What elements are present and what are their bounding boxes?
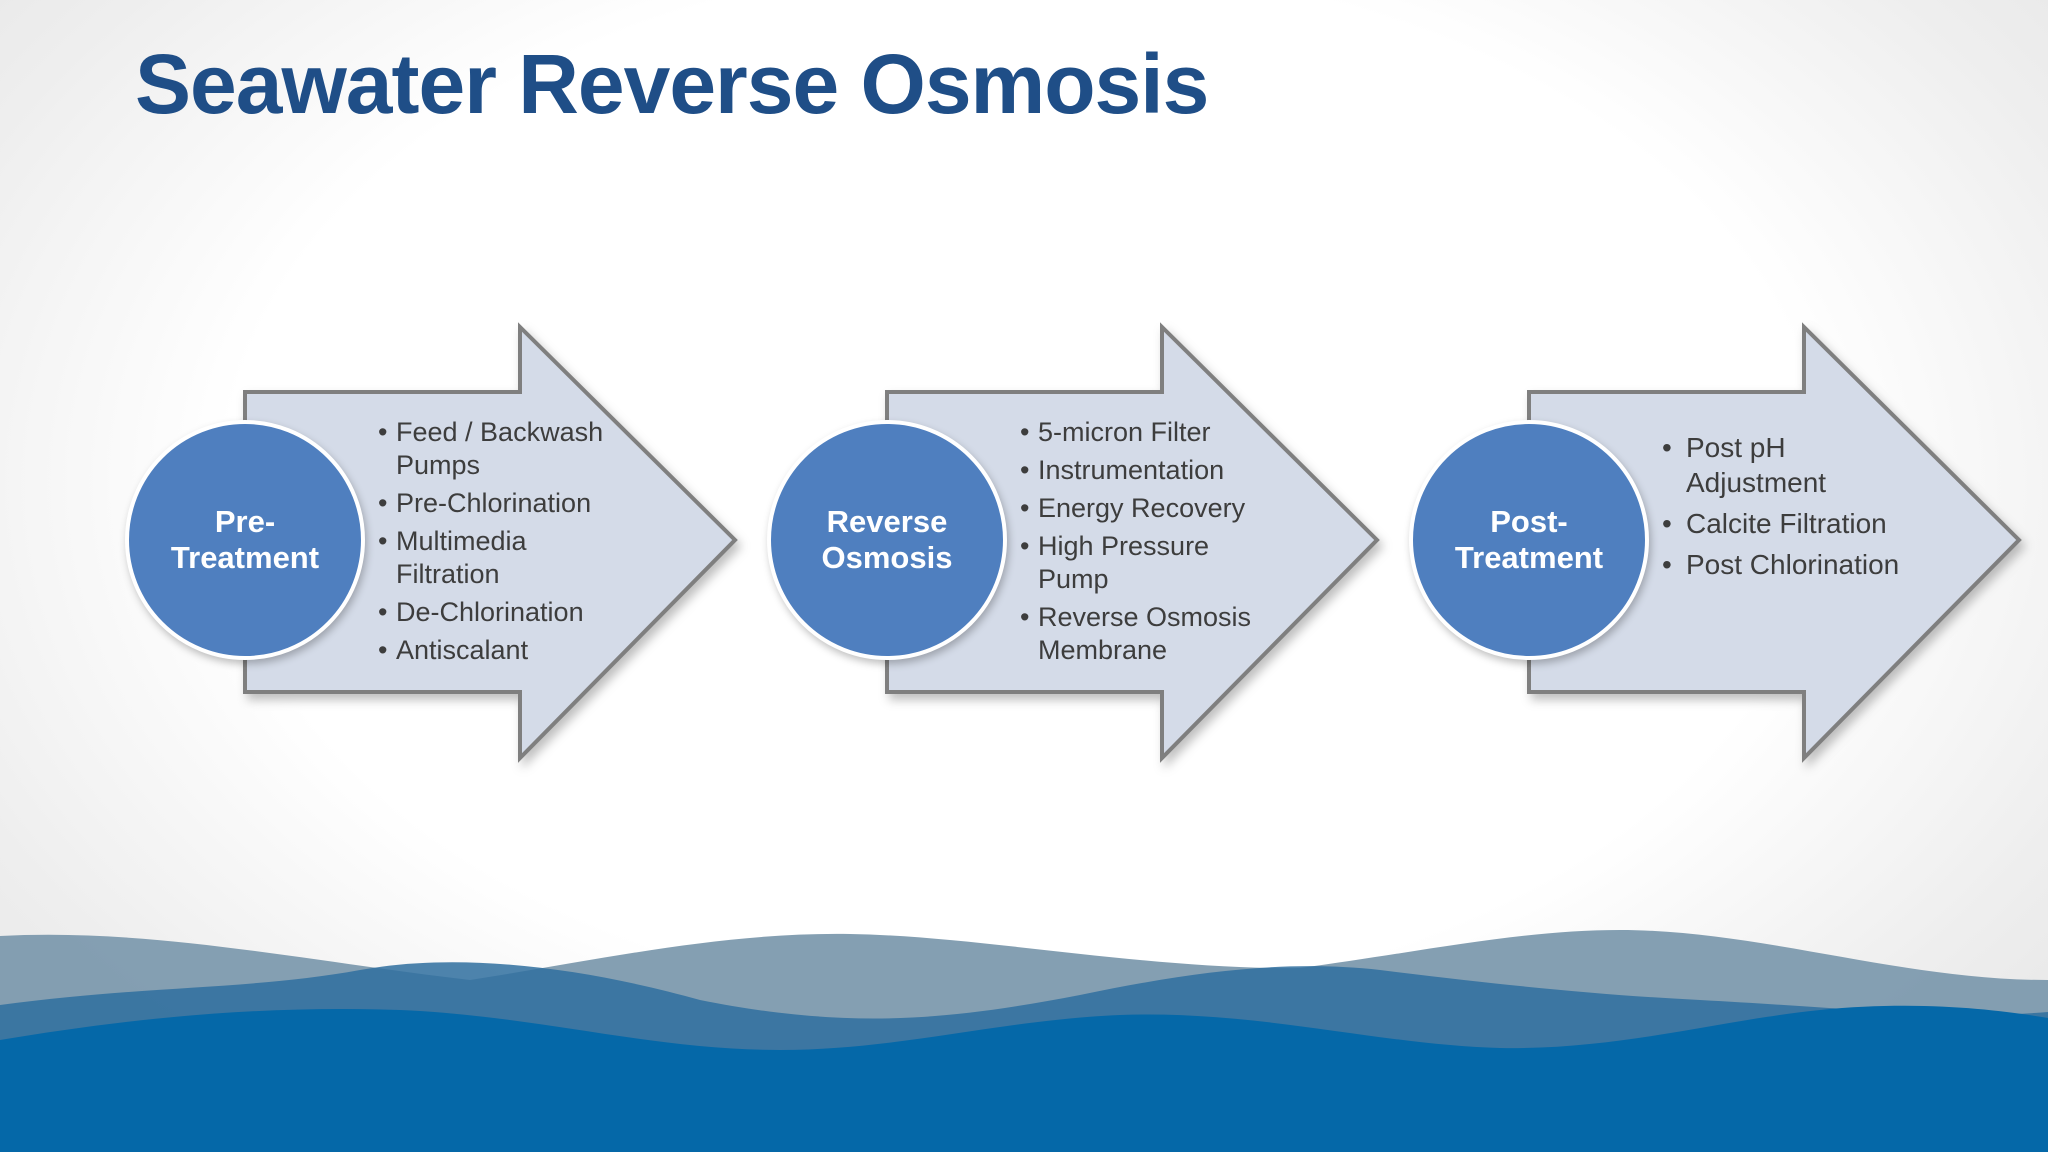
bullet-item: 5-micron Filter (1020, 416, 1270, 449)
bullet-item: Pre-Chlorination (378, 487, 628, 520)
page-title: Seawater Reverse Osmosis (135, 37, 1209, 131)
stage-label-line: Treatment (170, 540, 320, 575)
stage-pre-treatment: Pre- Treatment Feed / Backwash Pumps Pre… (120, 0, 760, 1152)
stage-label-line: Pre- (214, 504, 276, 539)
stage-label-line: Reverse (826, 504, 948, 539)
bullet-item: Post pH Adjustment (1662, 430, 1902, 500)
bullet-item: Post Chlorination (1662, 547, 1902, 582)
stage-circle: Post- Treatment (1409, 420, 1649, 660)
stage-label-line: Post- (1490, 504, 1568, 539)
bullet-item: Instrumentation (1020, 454, 1270, 487)
bullet-item: Feed / Backwash Pumps (378, 416, 628, 482)
bullet-item: De-Chlorination (378, 596, 628, 629)
bullet-item: Calcite Filtration (1662, 506, 1902, 541)
stage-circle: Reverse Osmosis (767, 420, 1007, 660)
bullet-item: Reverse Osmosis Membrane (1020, 601, 1270, 667)
stage-reverse-osmosis: Reverse Osmosis 5-micron Filter Instrume… (762, 0, 1402, 1152)
stage-label-line: Osmosis (821, 540, 953, 575)
stage-post-treatment: Post- Treatment Post pH Adjustment Calci… (1404, 0, 2044, 1152)
stage-bullet-list: Feed / Backwash Pumps Pre-Chlorination M… (378, 416, 628, 672)
stage-circle: Pre- Treatment (125, 420, 365, 660)
bullet-item: High Pressure Pump (1020, 530, 1270, 596)
stage-label-line: Treatment (1454, 540, 1604, 575)
bullet-item: Energy Recovery (1020, 492, 1270, 525)
bullet-item: Antiscalant (378, 634, 628, 667)
stage-bullet-list: 5-micron Filter Instrumentation Energy R… (1020, 416, 1270, 672)
ocean-waves (0, 930, 2048, 1152)
wave-front (0, 1005, 2048, 1152)
stage-bullet-list: Post pH Adjustment Calcite Filtration Po… (1662, 430, 1902, 588)
bullet-item: Multimedia Filtration (378, 525, 628, 591)
